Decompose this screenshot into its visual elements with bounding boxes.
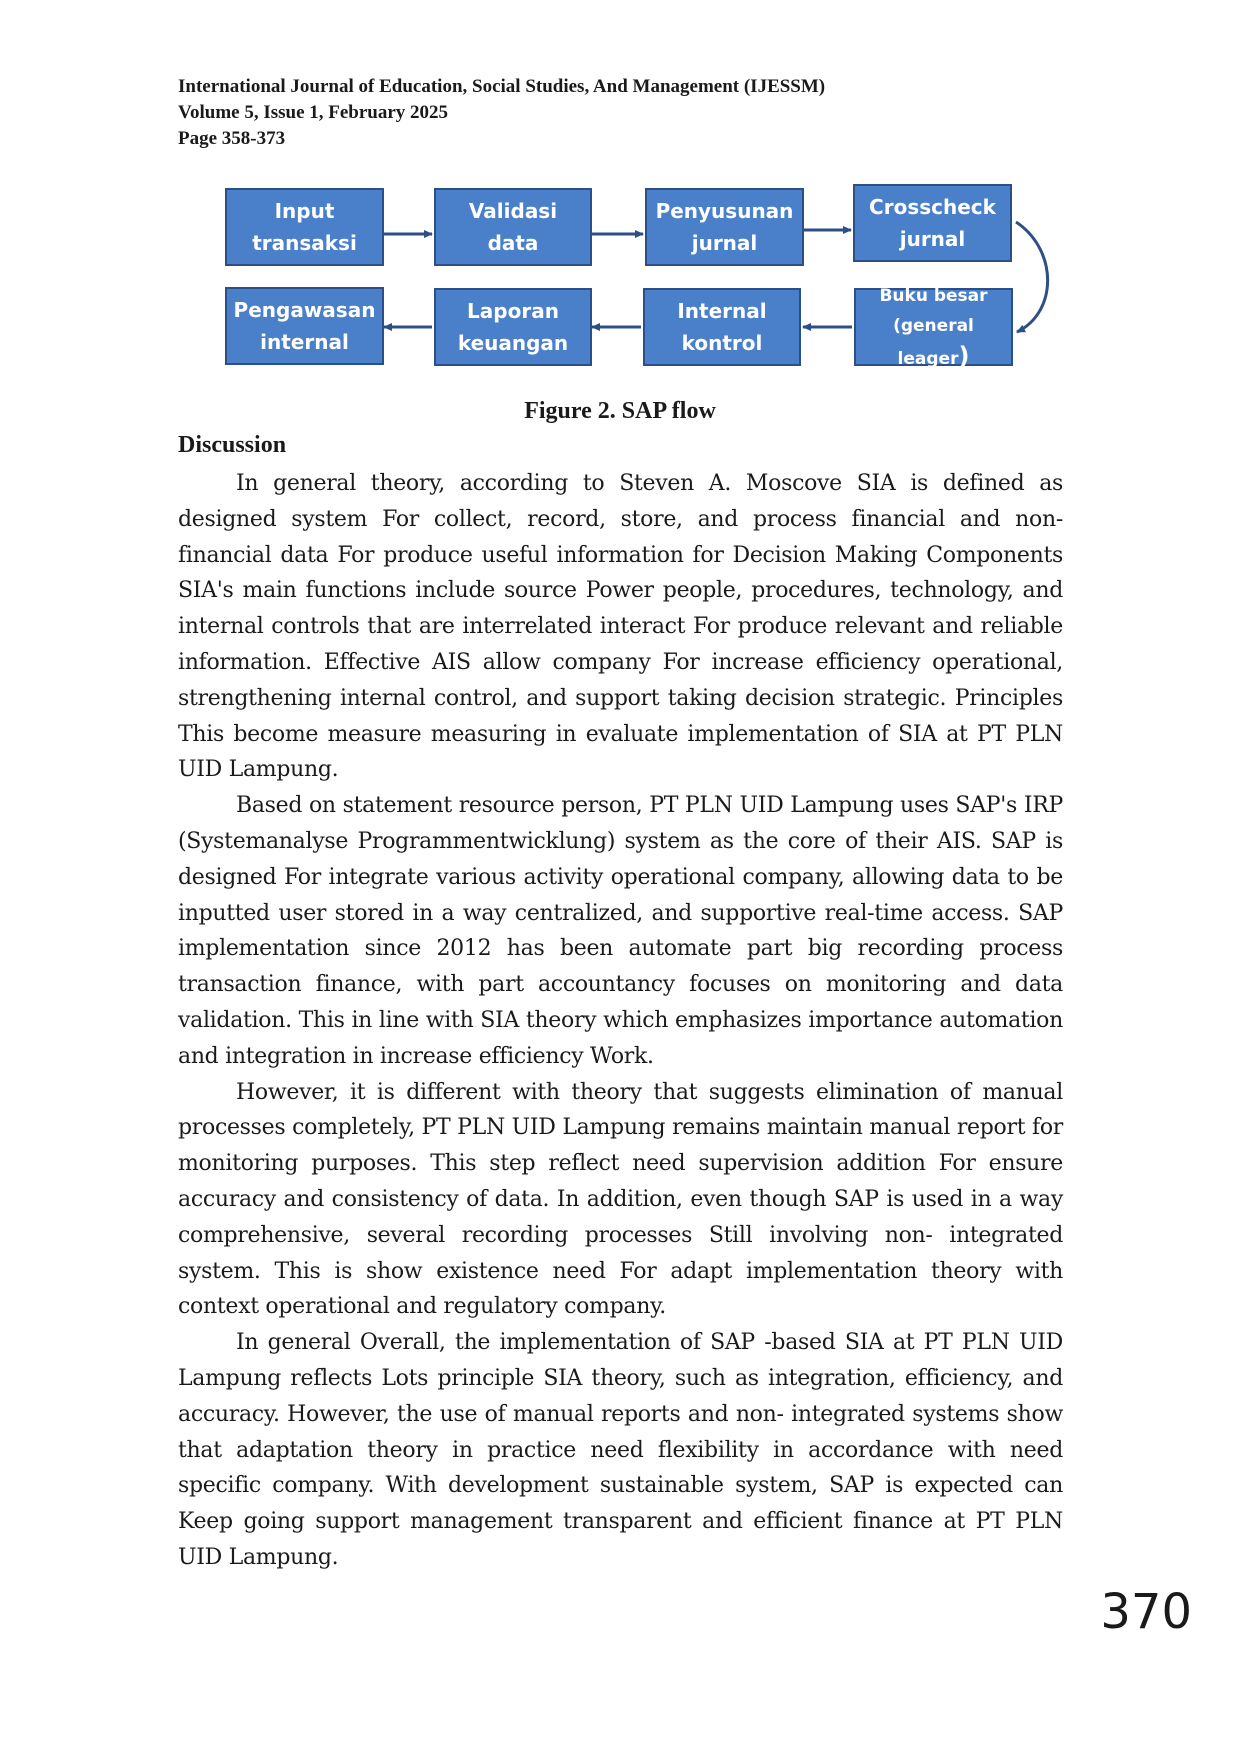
journal-title: International Journal of Education, Soci… <box>178 76 826 97</box>
flow-box-label: transaksi <box>252 231 357 255</box>
paragraph: In general Overall, the implementation o… <box>178 1330 1063 1570</box>
flow-box-label-paren: ) <box>958 341 970 370</box>
flow-box-label: keuangan <box>457 331 569 355</box>
flow-box-crosscheck-jurnal: Crosscheck jurnal <box>853 184 1012 262</box>
figure-caption: Figure 2. SAP flow <box>524 398 716 424</box>
flow-box-buku-besar: Buku besar (general leager) <box>854 286 1013 370</box>
flow-box-label: Buku besar <box>879 285 988 306</box>
flow-box-pengawasan-internal: Pengawasan internal <box>225 287 384 365</box>
paragraph: In general theory, according to Steven A… <box>178 471 1063 783</box>
flow-box-label: jurnal <box>691 231 758 255</box>
body-text: In general theory, according to Steven A… <box>178 466 1063 1576</box>
flow-box-label: kontrol <box>681 331 763 355</box>
journal-pages: Page 358-373 <box>178 128 286 149</box>
section-title: Discussion <box>178 432 287 458</box>
flow-box-label: Internal <box>677 299 767 323</box>
page-number: 370 <box>1100 1584 1192 1640</box>
paragraph: Based on statement resource person, PT P… <box>178 793 1063 1069</box>
flow-box-label: (general leager) <box>856 311 1011 374</box>
journal-header: International Journal of Education, Soci… <box>178 74 825 152</box>
flow-box-label: jurnal <box>899 227 966 251</box>
flow-box-label: data <box>487 231 539 255</box>
flow-box-internal-kontrol: Internal kontrol <box>643 288 801 366</box>
flow-box-label: Crosscheck <box>869 195 996 219</box>
sap-flow-diagram <box>383 220 1049 334</box>
flow-box-validasi-data: Validasi data <box>434 188 592 266</box>
flow-box-laporan-keuangan: Laporan keuangan <box>434 288 592 366</box>
flow-box-label: Penyusunan <box>655 199 794 223</box>
flow-box-label: Pengawasan <box>233 298 376 322</box>
flow-box-label-part: (general leager <box>893 315 974 369</box>
journal-volume: Volume 5, Issue 1, February 2025 <box>178 102 449 123</box>
flow-box-label: Laporan <box>467 299 559 323</box>
flow-box-label: internal <box>260 330 349 354</box>
flow-box-penyusunan-jurnal: Penyusunan jurnal <box>645 188 804 266</box>
flow-box-label: Input <box>274 199 335 223</box>
flow-box-input-transaksi: Input transaksi <box>225 188 384 266</box>
paragraph: However, it is different with theory tha… <box>178 1079 1063 1320</box>
arrow-crosscheck-to-buku-besar <box>1015 220 1049 334</box>
flow-box-label: Validasi <box>468 199 558 223</box>
